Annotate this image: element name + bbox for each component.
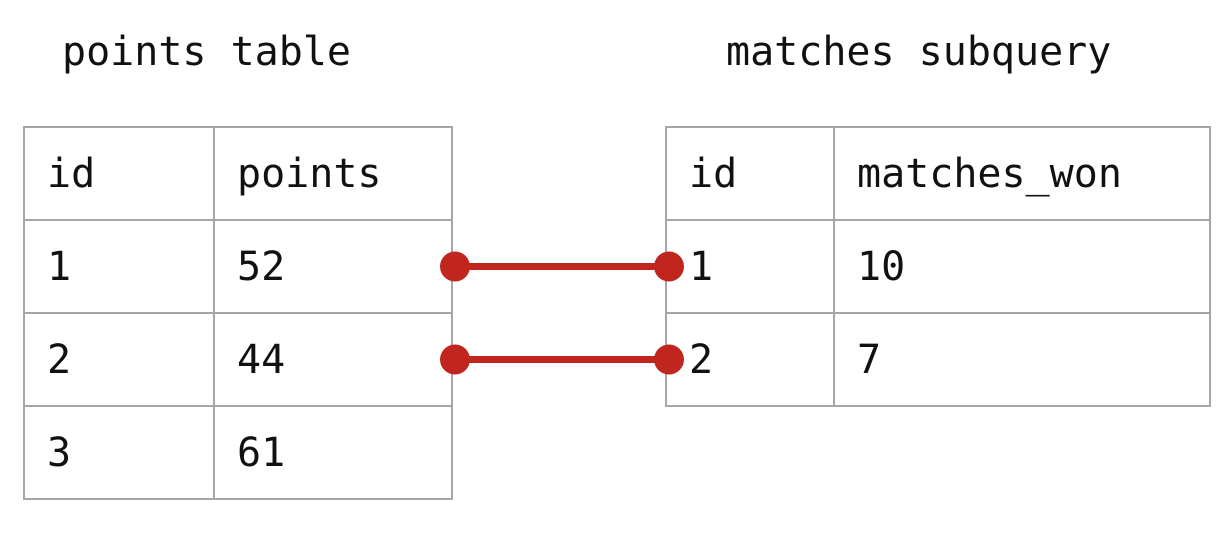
cell-points: 44: [213, 312, 453, 407]
table-row: 1 10: [665, 219, 1211, 314]
table-row: 2 7: [665, 312, 1211, 407]
column-header-id: id: [665, 126, 835, 221]
table-row: 2 44: [23, 312, 453, 407]
table-row: 3 61: [23, 405, 453, 500]
table-header-row: id points: [23, 126, 453, 221]
cell-points: 52: [213, 219, 453, 314]
column-header-id: id: [23, 126, 215, 221]
table-header-row: id matches_won: [665, 126, 1211, 221]
cell-id: 1: [23, 219, 215, 314]
column-header-matches-won: matches_won: [833, 126, 1211, 221]
table-row: 1 52: [23, 219, 453, 314]
points-table: id points 1 52 2 44 3 61: [23, 126, 453, 500]
cell-matches-won: 10: [833, 219, 1211, 314]
column-header-points: points: [213, 126, 453, 221]
cell-id: 2: [23, 312, 215, 407]
cell-id: 1: [665, 219, 835, 314]
matches-subquery-table: id matches_won 1 10 2 7: [665, 126, 1211, 407]
cell-id: 2: [665, 312, 835, 407]
cell-id: 3: [23, 405, 215, 500]
matches-subquery-title: matches subquery: [726, 29, 1112, 75]
points-table-title: points table: [62, 29, 351, 75]
cell-points: 61: [213, 405, 453, 500]
cell-matches-won: 7: [833, 312, 1211, 407]
